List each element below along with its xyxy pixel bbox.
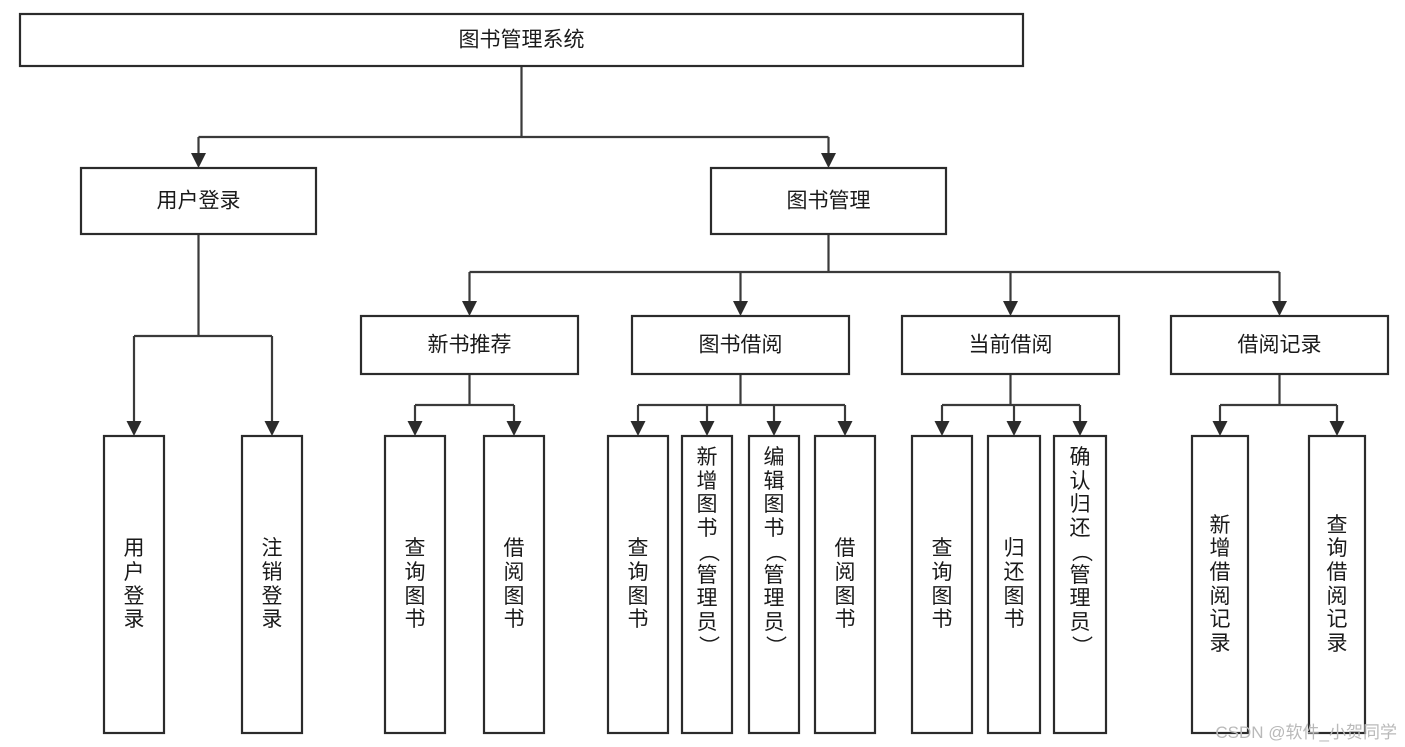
node-box-current-borrow[interactable] (900, 314, 1121, 376)
connector-userlogin-to-leaf-logout-arrowhead (264, 421, 280, 436)
node-box-book-management[interactable] (709, 166, 948, 236)
connector-borrow-record-to-leaf-query-borrow-record-arrowhead (1329, 421, 1345, 436)
node-label-new-book-recommend: 新书推荐 (428, 334, 512, 357)
node-box-leaf-query-book-2[interactable] (606, 434, 670, 735)
node-box-user-login[interactable] (79, 166, 318, 236)
connector-bm-to-current-borrow-arrowhead (1003, 301, 1018, 316)
node-box-leaf-borrow-book-2[interactable] (813, 434, 877, 735)
node-label-borrow-record: 借阅记录 (1238, 334, 1322, 357)
connector-root-to-user-login-arrowhead (191, 153, 206, 168)
node-box-leaf-logout[interactable] (240, 434, 304, 735)
connector-bm-to-new-book-recommend-arrowhead (462, 301, 477, 316)
node-box-root[interactable] (18, 12, 1025, 68)
connector-book-borrow-to-leaf-edit-book-arrowhead (766, 421, 782, 436)
node-box-leaf-confirm-return[interactable] (1052, 434, 1108, 735)
node-box-leaf-add-borrow-record[interactable] (1190, 434, 1250, 735)
connector-new-book-recommend-to-leaf-borrow-book-1-arrowhead (506, 421, 522, 436)
watermark-text: CSDN @软件_小贺同学 (1215, 723, 1397, 742)
node-box-leaf-query-borrow-record[interactable] (1307, 434, 1367, 735)
connector-bm-to-book-borrow-arrowhead (733, 301, 748, 316)
node-label-book-management: 图书管理 (787, 190, 871, 213)
node-box-leaf-user-login[interactable] (102, 434, 166, 735)
connector-root-to-book-management-arrowhead (821, 153, 836, 168)
node-label-root: 图书管理系统 (459, 29, 585, 52)
node-box-borrow-record[interactable] (1169, 314, 1390, 376)
connector-current-borrow-to-leaf-confirm-return-arrowhead (1072, 421, 1088, 436)
node-box-leaf-add-book[interactable] (680, 434, 734, 735)
connector-new-book-recommend-to-leaf-query-book-1-arrowhead (407, 421, 423, 436)
node-label-user-login: 用户登录 (157, 190, 241, 213)
connector-userlogin-to-leaf-user-login-arrowhead (126, 421, 142, 436)
connector-borrow-record-to-leaf-add-borrow-record-arrowhead (1212, 421, 1228, 436)
node-box-leaf-edit-book[interactable] (747, 434, 801, 735)
connector-book-borrow-to-leaf-borrow-book-2-arrowhead (837, 421, 853, 436)
node-box-leaf-return-book[interactable] (986, 434, 1042, 735)
node-box-book-borrow[interactable] (630, 314, 851, 376)
node-box-leaf-query-book-1[interactable] (383, 434, 447, 735)
connector-current-borrow-to-leaf-return-book-arrowhead (1006, 421, 1022, 436)
node-box-leaf-borrow-book-1[interactable] (482, 434, 546, 735)
node-label-current-borrow: 当前借阅 (969, 334, 1053, 357)
connector-current-borrow-to-leaf-query-book-3-arrowhead (934, 421, 950, 436)
connector-book-borrow-to-leaf-query-book-2-arrowhead (630, 421, 646, 436)
node-label-book-borrow: 图书借阅 (699, 334, 783, 357)
node-box-leaf-query-book-3[interactable] (910, 434, 974, 735)
connector-layer (126, 66, 1345, 436)
node-box-new-book-recommend[interactable] (359, 314, 580, 376)
connector-bm-to-borrow-record-arrowhead (1272, 301, 1287, 316)
connector-book-borrow-to-leaf-add-book-arrowhead (699, 421, 715, 436)
